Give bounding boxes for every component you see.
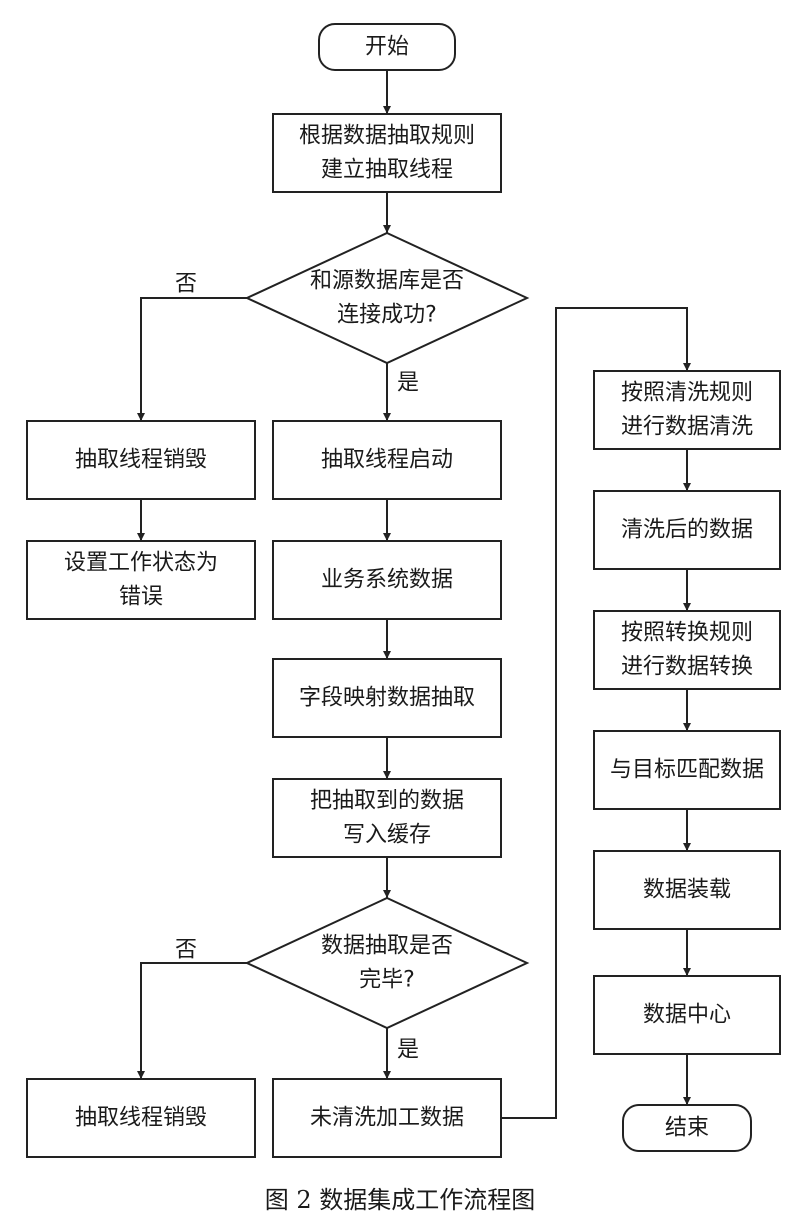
node-label: 完毕? xyxy=(359,968,415,993)
node-center: 数据中心 xyxy=(593,975,781,1055)
node-label: 连接成功? xyxy=(337,303,437,328)
node-shape xyxy=(272,1078,502,1158)
node-shape xyxy=(318,23,456,71)
node-label: 建立抽取线程 xyxy=(321,158,453,183)
node-label: 结束 xyxy=(665,1116,709,1141)
node-label: 数据抽取是否 xyxy=(321,934,453,959)
node-shape xyxy=(593,850,781,930)
node-label: 抽取线程启动 xyxy=(321,448,453,473)
node-label: 数据装载 xyxy=(643,878,731,903)
node-field-mapping: 字段映射数据抽取 xyxy=(272,658,502,738)
node-label: 字段映射数据抽取 xyxy=(299,686,475,711)
node-start: 开始 xyxy=(318,23,456,71)
node-match: 与目标匹配数据 xyxy=(593,730,781,810)
node-load: 数据装载 xyxy=(593,850,781,930)
node-label: 抽取线程销毁 xyxy=(75,1106,207,1131)
node-shape xyxy=(593,610,781,690)
node-label: 进行数据转换 xyxy=(621,655,753,680)
node-shape xyxy=(244,231,530,365)
node-label: 按照清洗规则 xyxy=(621,381,753,406)
node-label: 根据数据抽取规则 xyxy=(299,124,475,149)
node-shape xyxy=(26,420,256,500)
node-label: 设置工作状态为 xyxy=(64,551,218,576)
node-destroy-1: 抽取线程销毁 xyxy=(26,420,256,500)
edge-raw-clean xyxy=(501,307,691,1119)
node-shape xyxy=(26,540,256,620)
node-label: 清洗后的数据 xyxy=(621,518,753,543)
node-label: 与目标匹配数据 xyxy=(610,758,764,783)
node-label: 开始 xyxy=(365,35,409,60)
node-shape xyxy=(593,370,781,450)
node-shape xyxy=(272,113,502,193)
edge-connect-no xyxy=(137,297,247,421)
edges xyxy=(137,70,691,1119)
node-label: 按照转换规则 xyxy=(621,621,753,646)
node-shape xyxy=(26,1078,256,1158)
node-label: 抽取线程销毁 xyxy=(75,448,207,473)
node-shape xyxy=(593,975,781,1055)
node-shape xyxy=(272,658,502,738)
node-label: 错误 xyxy=(119,585,163,610)
edge-label-yes-connect: 是 xyxy=(397,371,419,396)
node-thread-start: 抽取线程启动 xyxy=(272,420,502,500)
node-end: 结束 xyxy=(622,1104,752,1152)
edge-label-yes-done: 是 xyxy=(397,1038,419,1063)
edge-label-no-connect: 否 xyxy=(175,272,197,297)
figure-caption: 图 2 数据集成工作流程图 xyxy=(265,1186,536,1214)
node-biz-data: 业务系统数据 xyxy=(272,540,502,620)
node-label: 数据中心 xyxy=(643,1003,731,1028)
edge-done-no xyxy=(137,962,247,1079)
node-label: 未清洗加工数据 xyxy=(310,1106,464,1131)
node-label: 进行数据清洗 xyxy=(621,415,753,440)
node-label: 把抽取到的数据 xyxy=(310,789,464,814)
node-shape xyxy=(272,420,502,500)
node-raw-data: 未清洗加工数据 xyxy=(272,1078,502,1158)
node-shape xyxy=(593,730,781,810)
node-label: 写入缓存 xyxy=(343,823,431,848)
node-label: 和源数据库是否 xyxy=(310,269,464,294)
node-cleaned: 清洗后的数据 xyxy=(593,490,781,570)
node-shape xyxy=(622,1104,752,1152)
edge-label-no-done: 否 xyxy=(175,938,197,963)
node-shape xyxy=(244,896,530,1030)
nodes: 开始根据数据抽取规则建立抽取线程和源数据库是否连接成功?抽取线程销毁设置工作状态… xyxy=(26,23,781,1158)
node-label: 业务系统数据 xyxy=(321,568,453,593)
node-shape xyxy=(272,540,502,620)
node-shape xyxy=(272,778,502,858)
node-destroy-2: 抽取线程销毁 xyxy=(26,1078,256,1158)
node-shape xyxy=(593,490,781,570)
